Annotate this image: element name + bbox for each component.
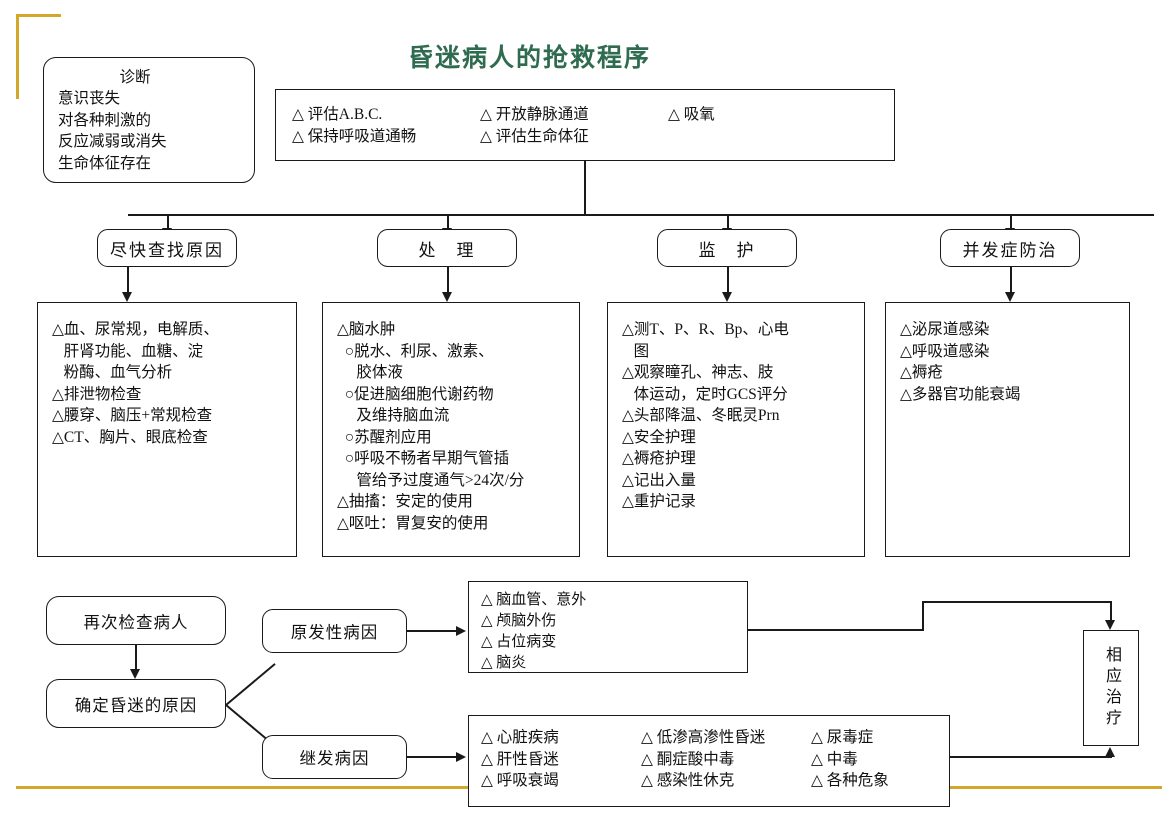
- primary-cause-detail-box: △ 脑血管、意外 △ 颅脑外伤 △ 占位病变 △ 脑炎: [468, 581, 748, 673]
- secondary-route-arrow: [1105, 747, 1115, 757]
- secondary-cause-box: 继发病因: [262, 735, 407, 779]
- bus-drop-3: [727, 214, 729, 238]
- primary-route-seg1: [748, 629, 924, 631]
- primary-cause-label: 原发性病因: [290, 623, 379, 642]
- branch-header-4-label: 并发症防治: [962, 240, 1058, 260]
- secondary-detail-col3: △ 尿毒症 △ 中毒 △ 各种危象: [811, 729, 889, 789]
- primary-cause-arrow-head: [456, 626, 466, 636]
- primary-route-seg4: [1110, 601, 1112, 623]
- split-line-upper: [225, 663, 276, 706]
- primary-cause-box: 原发性病因: [262, 609, 407, 653]
- page-title: 昏迷病人的抢救程序: [408, 45, 652, 72]
- branch-header-1-label: 尽快查找原因: [110, 240, 224, 260]
- reexamine-label: 再次检查病人: [83, 612, 189, 632]
- primary-route-seg3: [922, 601, 1112, 603]
- secondary-route-seg1: [950, 756, 1112, 758]
- bus-drop-2: [447, 214, 449, 238]
- secondary-detail-col2: △ 低渗高渗性昏迷 △ 酮症酸中毒 △ 感染性休克: [641, 729, 766, 789]
- branch-content-4: △泌尿道感染 △呼吸道感染 △褥疮 △多器官功能衰竭: [885, 302, 1130, 557]
- secondary-cause-arrow-line: [407, 756, 459, 759]
- secondary-cause-arrow-head: [456, 752, 466, 762]
- determine-box: 确定昏迷的原因: [46, 679, 226, 728]
- header-arrow-2: [442, 292, 452, 302]
- branch-header-3-label: 监 护: [698, 240, 756, 260]
- secondary-cause-label: 继发病因: [299, 749, 370, 768]
- branch-content-2: △脑水肿 ○脱水、利尿、激素、 胶体液 ○促进脑细胞代谢药物 及维持脑血流 ○苏…: [322, 302, 580, 557]
- header-drop-1: [127, 267, 129, 294]
- bus-drop-4: [1010, 214, 1012, 238]
- reexamine-box: 再次检查病人: [46, 596, 226, 645]
- primary-cause-detail-text: △ 脑血管、意外 △ 颅脑外伤 △ 占位病变 △ 脑炎: [481, 592, 587, 671]
- header-drop-3: [727, 267, 729, 294]
- branch-content-3: △测T、P、R、Bp、心电 图 △观察瞳孔、神志、肢 体运动，定时GCS评分 △…: [607, 302, 865, 557]
- initial-measures-box: △ 评估A.B.C. △ 保持呼吸道通畅 △ 开放静脉通道 △ 评估生命体征 △…: [275, 89, 895, 161]
- initial-measures-col3: △ 吸氧: [668, 106, 715, 123]
- branch-header-2: 处 理: [377, 229, 517, 267]
- branch-content-1: △血、尿常规，电解质、 肝肾功能、血糖、淀 粉酶、血气分析 △排泄物检查 △腰穿…: [37, 302, 297, 557]
- reexamine-to-determine-arrow: [130, 669, 140, 679]
- frame-top-rule: [16, 14, 61, 17]
- initial-measures-col2: △ 开放静脉通道 △ 评估生命体征: [480, 106, 589, 145]
- secondary-detail-col1: △ 心脏疾病 △ 肝性昏迷 △ 呼吸衰竭: [481, 729, 559, 789]
- frame-left-rule: [16, 14, 19, 99]
- branch-header-3: 监 护: [657, 229, 797, 267]
- branch-content-1-text: △血、尿常规，电解质、 肝肾功能、血糖、淀 粉酶、血气分析 △排泄物检查 △腰穿…: [52, 321, 219, 446]
- branch-header-4: 并发症防治: [940, 229, 1080, 267]
- reexamine-to-determine-line: [135, 645, 138, 674]
- trunk-bus: [128, 214, 1154, 217]
- primary-cause-arrow-line: [407, 630, 459, 633]
- primary-route-arrow: [1105, 620, 1115, 630]
- secondary-cause-detail-box: △ 心脏疾病 △ 肝性昏迷 △ 呼吸衰竭 △ 低渗高渗性昏迷 △ 酮症酸中毒 △…: [468, 715, 950, 807]
- diagnosis-heading: 诊断: [119, 69, 151, 86]
- diagnosis-lines: 意识丧失 对各种刺激的 反应减弱或消失 生命体征存在: [58, 90, 167, 172]
- branch-content-3-text: △测T、P、R、Bp、心电 图 △观察瞳孔、神志、肢 体运动，定时GCS评分 △…: [622, 321, 789, 510]
- bus-left-cap: [128, 214, 130, 216]
- bus-drop-1: [167, 214, 169, 238]
- branch-header-2-label: 处 理: [418, 240, 476, 260]
- header-arrow-4: [1005, 292, 1015, 302]
- primary-route-seg2: [922, 601, 924, 630]
- header-arrow-3: [722, 292, 732, 302]
- treatment-box: 相应治疗: [1083, 630, 1139, 746]
- diagnosis-box: 诊断 意识丧失 对各种刺激的 反应减弱或消失 生命体征存在: [43, 57, 255, 183]
- branch-header-1: 尽快查找原因: [97, 229, 237, 267]
- trunk-vertical: [584, 161, 587, 215]
- determine-label: 确定昏迷的原因: [74, 695, 198, 715]
- header-arrow-1: [122, 292, 132, 302]
- branch-content-4-text: △泌尿道感染 △呼吸道感染 △褥疮 △多器官功能衰竭: [900, 321, 1021, 403]
- header-drop-2: [447, 267, 449, 294]
- initial-measures-col1: △ 评估A.B.C. △ 保持呼吸道通畅: [292, 106, 417, 145]
- treatment-label: 相应治疗: [1103, 646, 1120, 730]
- branch-content-2-text: △脑水肿 ○脱水、利尿、激素、 胶体液 ○促进脑细胞代谢药物 及维持脑血流 ○苏…: [337, 321, 525, 532]
- header-drop-4: [1010, 267, 1012, 294]
